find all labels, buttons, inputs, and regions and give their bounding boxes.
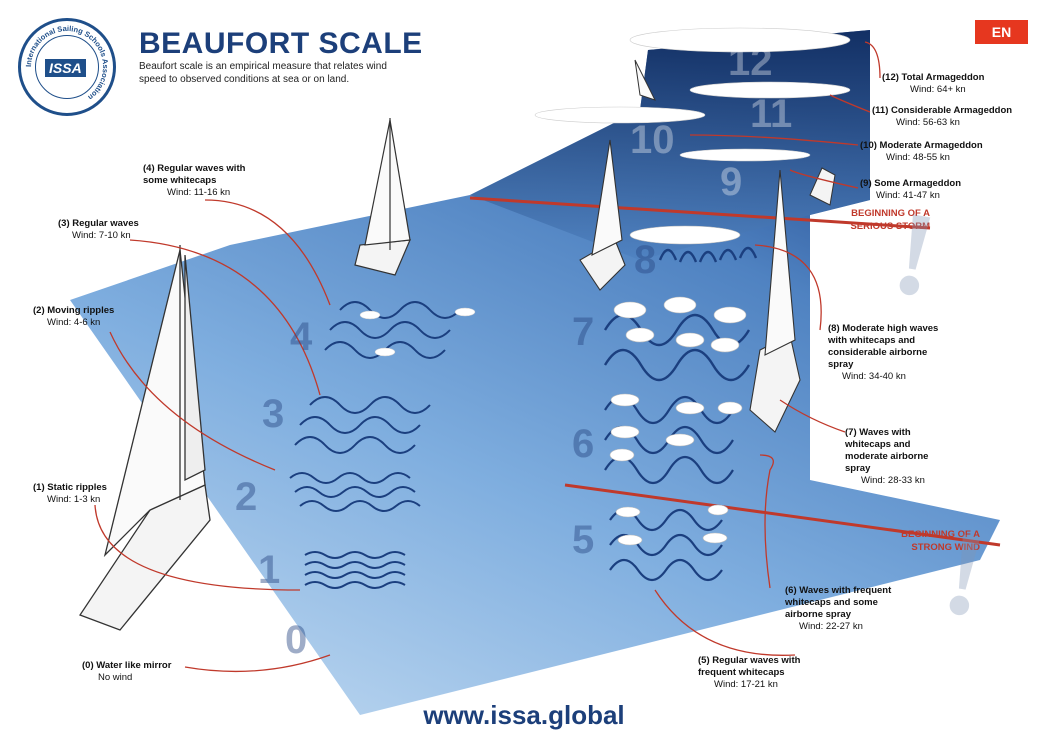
scale-number-4: 4 — [290, 315, 313, 359]
level-4-label: (4) Regular waves with some whitecaps Wi… — [143, 163, 258, 199]
level-3-wind: Wind: 7-10 kn — [72, 230, 131, 241]
level-1-label: (1) Static ripples Wind: 1-3 kn — [33, 482, 143, 506]
level-11-wind: Wind: 56-63 kn — [896, 117, 960, 128]
page-title: BEAUFORT SCALE — [139, 27, 423, 60]
level-6-wind: Wind: 22-27 kn — [799, 621, 863, 632]
level-10-wind: Wind: 48-55 kn — [886, 152, 950, 163]
whitecaps-level-4 — [359, 307, 476, 357]
level-2-name: (2) Moving ripples — [33, 305, 115, 316]
scale-number-9: 9 — [720, 160, 743, 204]
level-10-label: (10) Moderate Armageddon Wind: 48-55 kn — [860, 140, 1020, 164]
level-12-name: (12) Total Armageddon — [882, 72, 985, 83]
sailboat-storm-1 — [579, 139, 626, 291]
level-2-wind: Wind: 4-6 kn — [47, 317, 101, 328]
waves-level-8 — [658, 246, 758, 263]
level-4-wind: Wind: 11-16 kn — [167, 187, 231, 198]
level-0-name: (0) Water like mirror — [82, 660, 172, 671]
scale-number-12: 12 — [728, 40, 773, 84]
sailboat-mid — [354, 118, 411, 276]
language-button[interactable]: EN — [975, 20, 1028, 44]
level-7-wind: Wind: 28-33 kn — [861, 475, 925, 486]
level-9-wind: Wind: 41-47 kn — [876, 190, 940, 201]
level-6-label: (6) Waves with frequent whitecaps and so… — [785, 585, 905, 633]
level-11-label: (11) Considerable Armageddon Wind: 56-63… — [872, 105, 1032, 129]
level-5-label: (5) Regular waves with frequent whitecap… — [698, 655, 823, 691]
level-1-wind: Wind: 1-3 kn — [47, 494, 101, 505]
level-5-name: (5) Regular waves with frequent whitecap… — [698, 655, 801, 678]
level-4-name: (4) Regular waves with some whitecaps — [143, 163, 246, 186]
level-3-name: (3) Regular waves — [58, 218, 139, 229]
level-6-name: (6) Waves with frequent whitecaps and so… — [785, 585, 892, 620]
serious-storm-warning: BEGINNING OF A SERIOUS STORM — [850, 208, 930, 232]
leader-lines — [94, 41, 881, 673]
logo-inner-ring — [35, 35, 99, 99]
level-8-wind: Wind: 34-40 kn — [842, 371, 906, 382]
level-0-wind: No wind — [98, 672, 133, 683]
level-8-label: (8) Moderate high waves with whitecaps a… — [828, 323, 953, 383]
serious-storm-line — [469, 196, 931, 230]
scale-number-3: 3 — [262, 392, 285, 436]
scale-number-0: 0 — [285, 618, 308, 662]
level-2-label: (2) Moving ripples Wind: 4-6 kn — [33, 305, 143, 329]
waves-level-3 — [294, 396, 431, 454]
waves-level-1 — [304, 551, 406, 589]
waves-level-2 — [289, 472, 421, 512]
storm-crests — [534, 27, 851, 162]
level-0-label: (0) Water like mirror No wind — [82, 660, 202, 684]
level-7-name: (7) Waves with whitecaps and moderate ai… — [845, 427, 929, 474]
sailboat-large — [79, 245, 211, 631]
sailboat-storm-2 — [634, 59, 836, 206]
scale-number-8: 8 — [634, 238, 657, 282]
level-11-name: (11) Considerable Armageddon — [872, 105, 1013, 116]
footer-url[interactable]: www.issa.global — [423, 700, 625, 730]
level-12-wind: Wind: 64+ kn — [910, 84, 966, 95]
scale-number-1: 1 — [258, 548, 281, 592]
sailboat-right — [749, 169, 801, 433]
logo-mark: ISSA — [45, 59, 86, 77]
scale-number-11: 11 — [750, 92, 793, 136]
scale-number-7: 7 — [572, 310, 595, 354]
whitecaps-high-levels — [609, 225, 747, 546]
level-9-label: (9) Some Armageddon Wind: 41-47 kn — [860, 178, 980, 202]
level-9-name: (9) Some Armageddon — [860, 178, 961, 189]
scale-number-5: 5 — [572, 518, 595, 562]
scale-number-10: 10 — [630, 118, 675, 162]
scale-number-6: 6 — [572, 422, 595, 466]
level-10-name: (10) Moderate Armageddon — [860, 140, 983, 151]
level-1-name: (1) Static ripples — [33, 482, 107, 493]
strong-wind-warning: BEGINNING OF A STRONG WIND — [901, 529, 980, 553]
level-12-label: (12) Total Armageddon Wind: 64+ kn — [882, 72, 1022, 96]
level-8-name: (8) Moderate high waves with whitecaps a… — [828, 323, 939, 370]
level-7-label: (7) Waves with whitecaps and moderate ai… — [845, 427, 955, 487]
level-3-label: (3) Regular waves Wind: 7-10 kn — [58, 218, 168, 242]
scale-number-2: 2 — [235, 475, 258, 519]
strong-wind-line — [564, 483, 1001, 547]
issa-logo: International Sailing Schools Associatio… — [18, 18, 116, 116]
page-subtitle: Beaufort scale is an empirical measure t… — [139, 61, 387, 85]
level-5-wind: Wind: 17-21 kn — [714, 679, 778, 690]
